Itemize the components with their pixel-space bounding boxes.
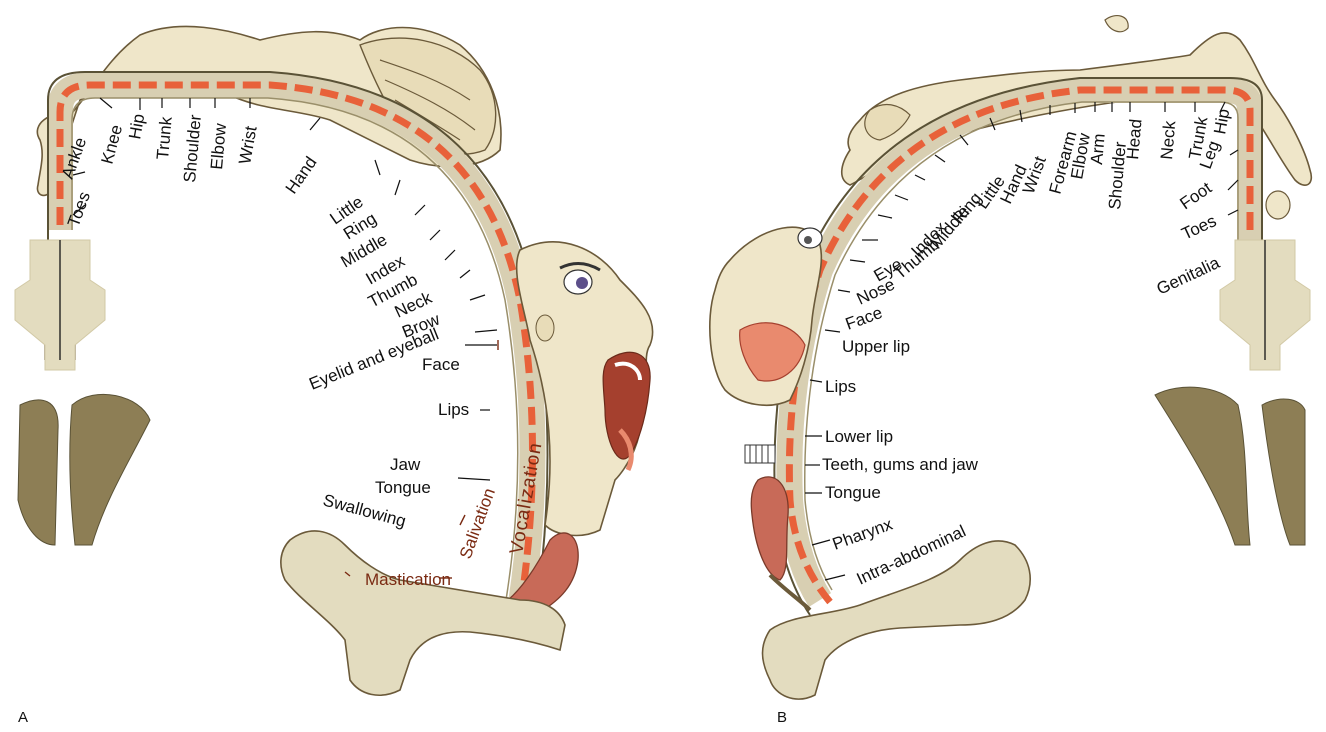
label-b-upper-lip: Upper lip xyxy=(842,337,910,356)
label-a-salivation: Salivation xyxy=(456,486,499,562)
panel-b: Genitalia Toes Foot Leg Hip Trunk Neck H… xyxy=(710,16,1312,726)
label-a-lips: Lips xyxy=(438,400,469,419)
label-a-trunk: Trunk xyxy=(153,116,176,161)
label-a-jaw: Jaw xyxy=(390,455,421,474)
cortex-band-a xyxy=(60,85,533,610)
label-a-elbow: Elbow xyxy=(207,122,230,171)
label-b-genitalia: Genitalia xyxy=(1154,253,1223,299)
label-b-shoulder: Shoulder xyxy=(1105,141,1130,211)
label-a-hand: Hand xyxy=(282,153,321,197)
label-b-hip: Hip xyxy=(1210,107,1233,135)
label-a-face: Face xyxy=(422,355,460,374)
ventricle-left-b xyxy=(1155,387,1250,545)
label-a-tongue: Tongue xyxy=(375,478,431,497)
tongue-b xyxy=(751,477,788,580)
panel-b-letter: B xyxy=(777,709,787,726)
label-b-tongue: Tongue xyxy=(825,483,881,502)
label-b-pharynx: Pharynx xyxy=(830,514,896,553)
label-b-toes: Toes xyxy=(1179,211,1220,243)
ventricle-left-a xyxy=(18,400,58,545)
label-a-knee: Knee xyxy=(98,123,127,166)
label-a-wrist: Wrist xyxy=(235,124,260,165)
panel-a-letter: A xyxy=(18,709,28,726)
label-b-face: Face xyxy=(843,303,885,334)
ear-a xyxy=(536,315,554,341)
label-a-hip: Hip xyxy=(125,112,148,140)
label-b-lower-lip: Lower lip xyxy=(825,427,893,446)
label-a-mastication: Mastication xyxy=(365,570,451,589)
ventricle-right-b xyxy=(1262,399,1305,545)
label-b-teeth: Teeth, gums and jaw xyxy=(822,455,979,474)
ventricle-right-a xyxy=(70,394,150,545)
label-b-foot: Foot xyxy=(1176,178,1215,213)
label-a-shoulder: Shoulder xyxy=(180,114,205,184)
label-b-lips: Lips xyxy=(825,377,856,396)
panel-a: Toes Ankle Knee Hip Trunk Shoulder Elbow… xyxy=(15,26,653,726)
label-b-neck: Neck xyxy=(1157,120,1179,161)
